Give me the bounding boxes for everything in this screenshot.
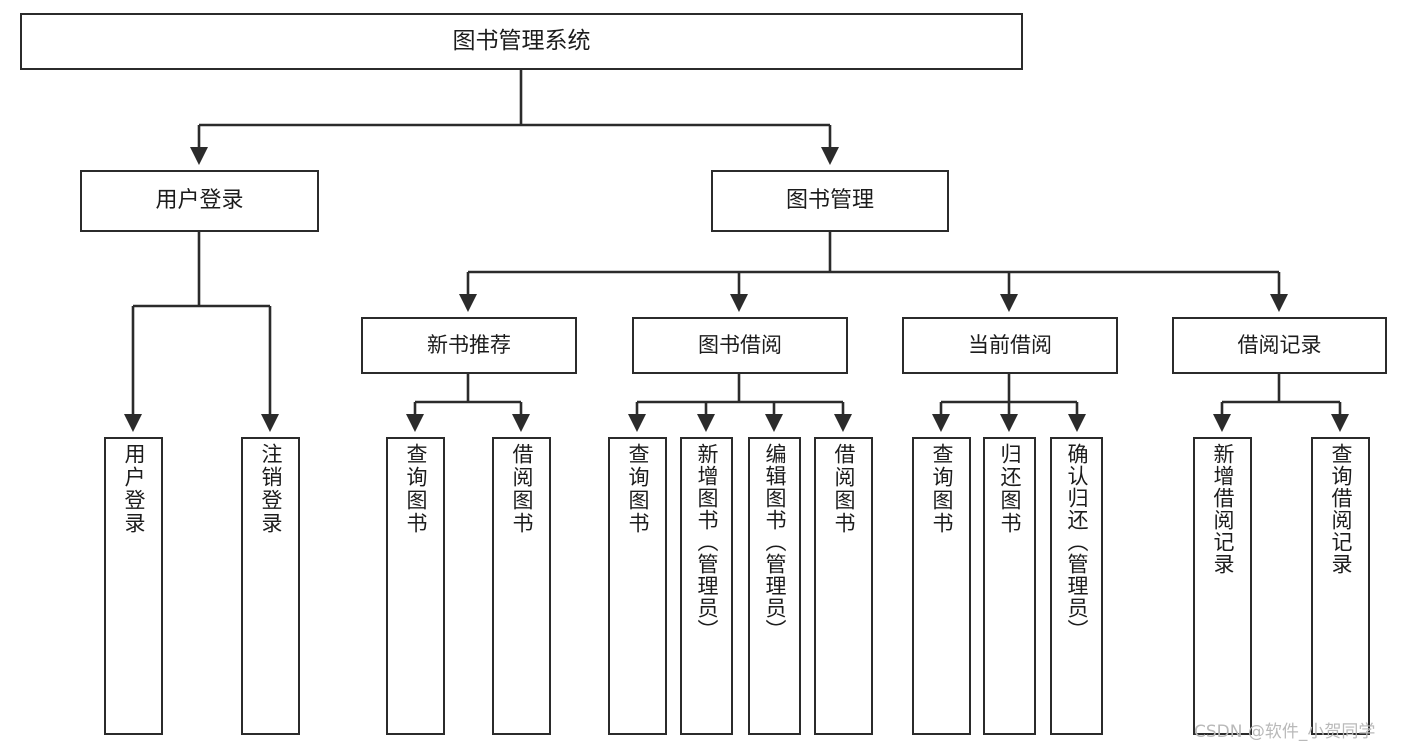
node-new-book-recommend[interactable]: 新书推荐 (361, 317, 577, 374)
node-label: 当前借阅 (968, 332, 1052, 357)
node-current-borrow[interactable]: 当前借阅 (902, 317, 1118, 374)
node-label: 查询图书 (404, 443, 428, 535)
node-book-management[interactable]: 图书管理 (711, 170, 949, 232)
node-leaf-query-book-borrow[interactable]: 查询图书 (608, 437, 667, 735)
node-label: 查询图书 (626, 443, 650, 535)
node-leaf-query-book-current[interactable]: 查询图书 (912, 437, 971, 735)
node-leaf-return-book[interactable]: 归还图书 (983, 437, 1036, 735)
node-leaf-edit-book[interactable]: 编辑图书（管理员） (748, 437, 801, 735)
node-leaf-confirm-return[interactable]: 确认归还（管理员） (1050, 437, 1103, 735)
node-leaf-query-borrow-record[interactable]: 查询借阅记录 (1311, 437, 1370, 735)
node-leaf-user-login[interactable]: 用户登录 (104, 437, 163, 735)
node-label: 借阅记录 (1237, 332, 1322, 357)
node-label: 新增借阅记录 (1211, 443, 1235, 575)
node-label: 查询图书 (930, 443, 954, 535)
node-label: 借阅图书 (832, 443, 856, 535)
node-leaf-add-book[interactable]: 新增图书（管理员） (680, 437, 733, 735)
node-label: 新书推荐 (427, 332, 511, 357)
node-book-borrow[interactable]: 图书借阅 (632, 317, 848, 374)
node-leaf-query-book-recommend[interactable]: 查询图书 (386, 437, 445, 735)
node-label: 用户登录 (122, 443, 146, 535)
node-leaf-borrow-book-recommend[interactable]: 借阅图书 (492, 437, 551, 735)
connectors (123, 70, 1350, 433)
node-leaf-add-borrow-record[interactable]: 新增借阅记录 (1193, 437, 1252, 735)
node-leaf-borrow-book[interactable]: 借阅图书 (814, 437, 873, 735)
node-label: 新增图书（管理员） (695, 443, 719, 641)
node-label: 用户登录 (155, 187, 244, 213)
node-label: 查询借阅记录 (1329, 443, 1353, 575)
node-label: 图书管理 (785, 187, 874, 213)
node-root-book-management-system[interactable]: 图书管理系统 (20, 13, 1023, 70)
node-label: 归还图书 (998, 443, 1022, 535)
node-leaf-logout-login[interactable]: 注销登录 (241, 437, 300, 735)
node-label: 注销登录 (259, 443, 283, 535)
node-borrow-record[interactable]: 借阅记录 (1172, 317, 1387, 374)
node-user-login[interactable]: 用户登录 (80, 170, 319, 232)
node-label: 图书管理系统 (452, 27, 591, 54)
node-label: 图书借阅 (698, 332, 782, 357)
node-label: 编辑图书（管理员） (763, 443, 787, 641)
node-label: 确认归还（管理员） (1065, 443, 1089, 641)
node-label: 借阅图书 (510, 443, 534, 535)
